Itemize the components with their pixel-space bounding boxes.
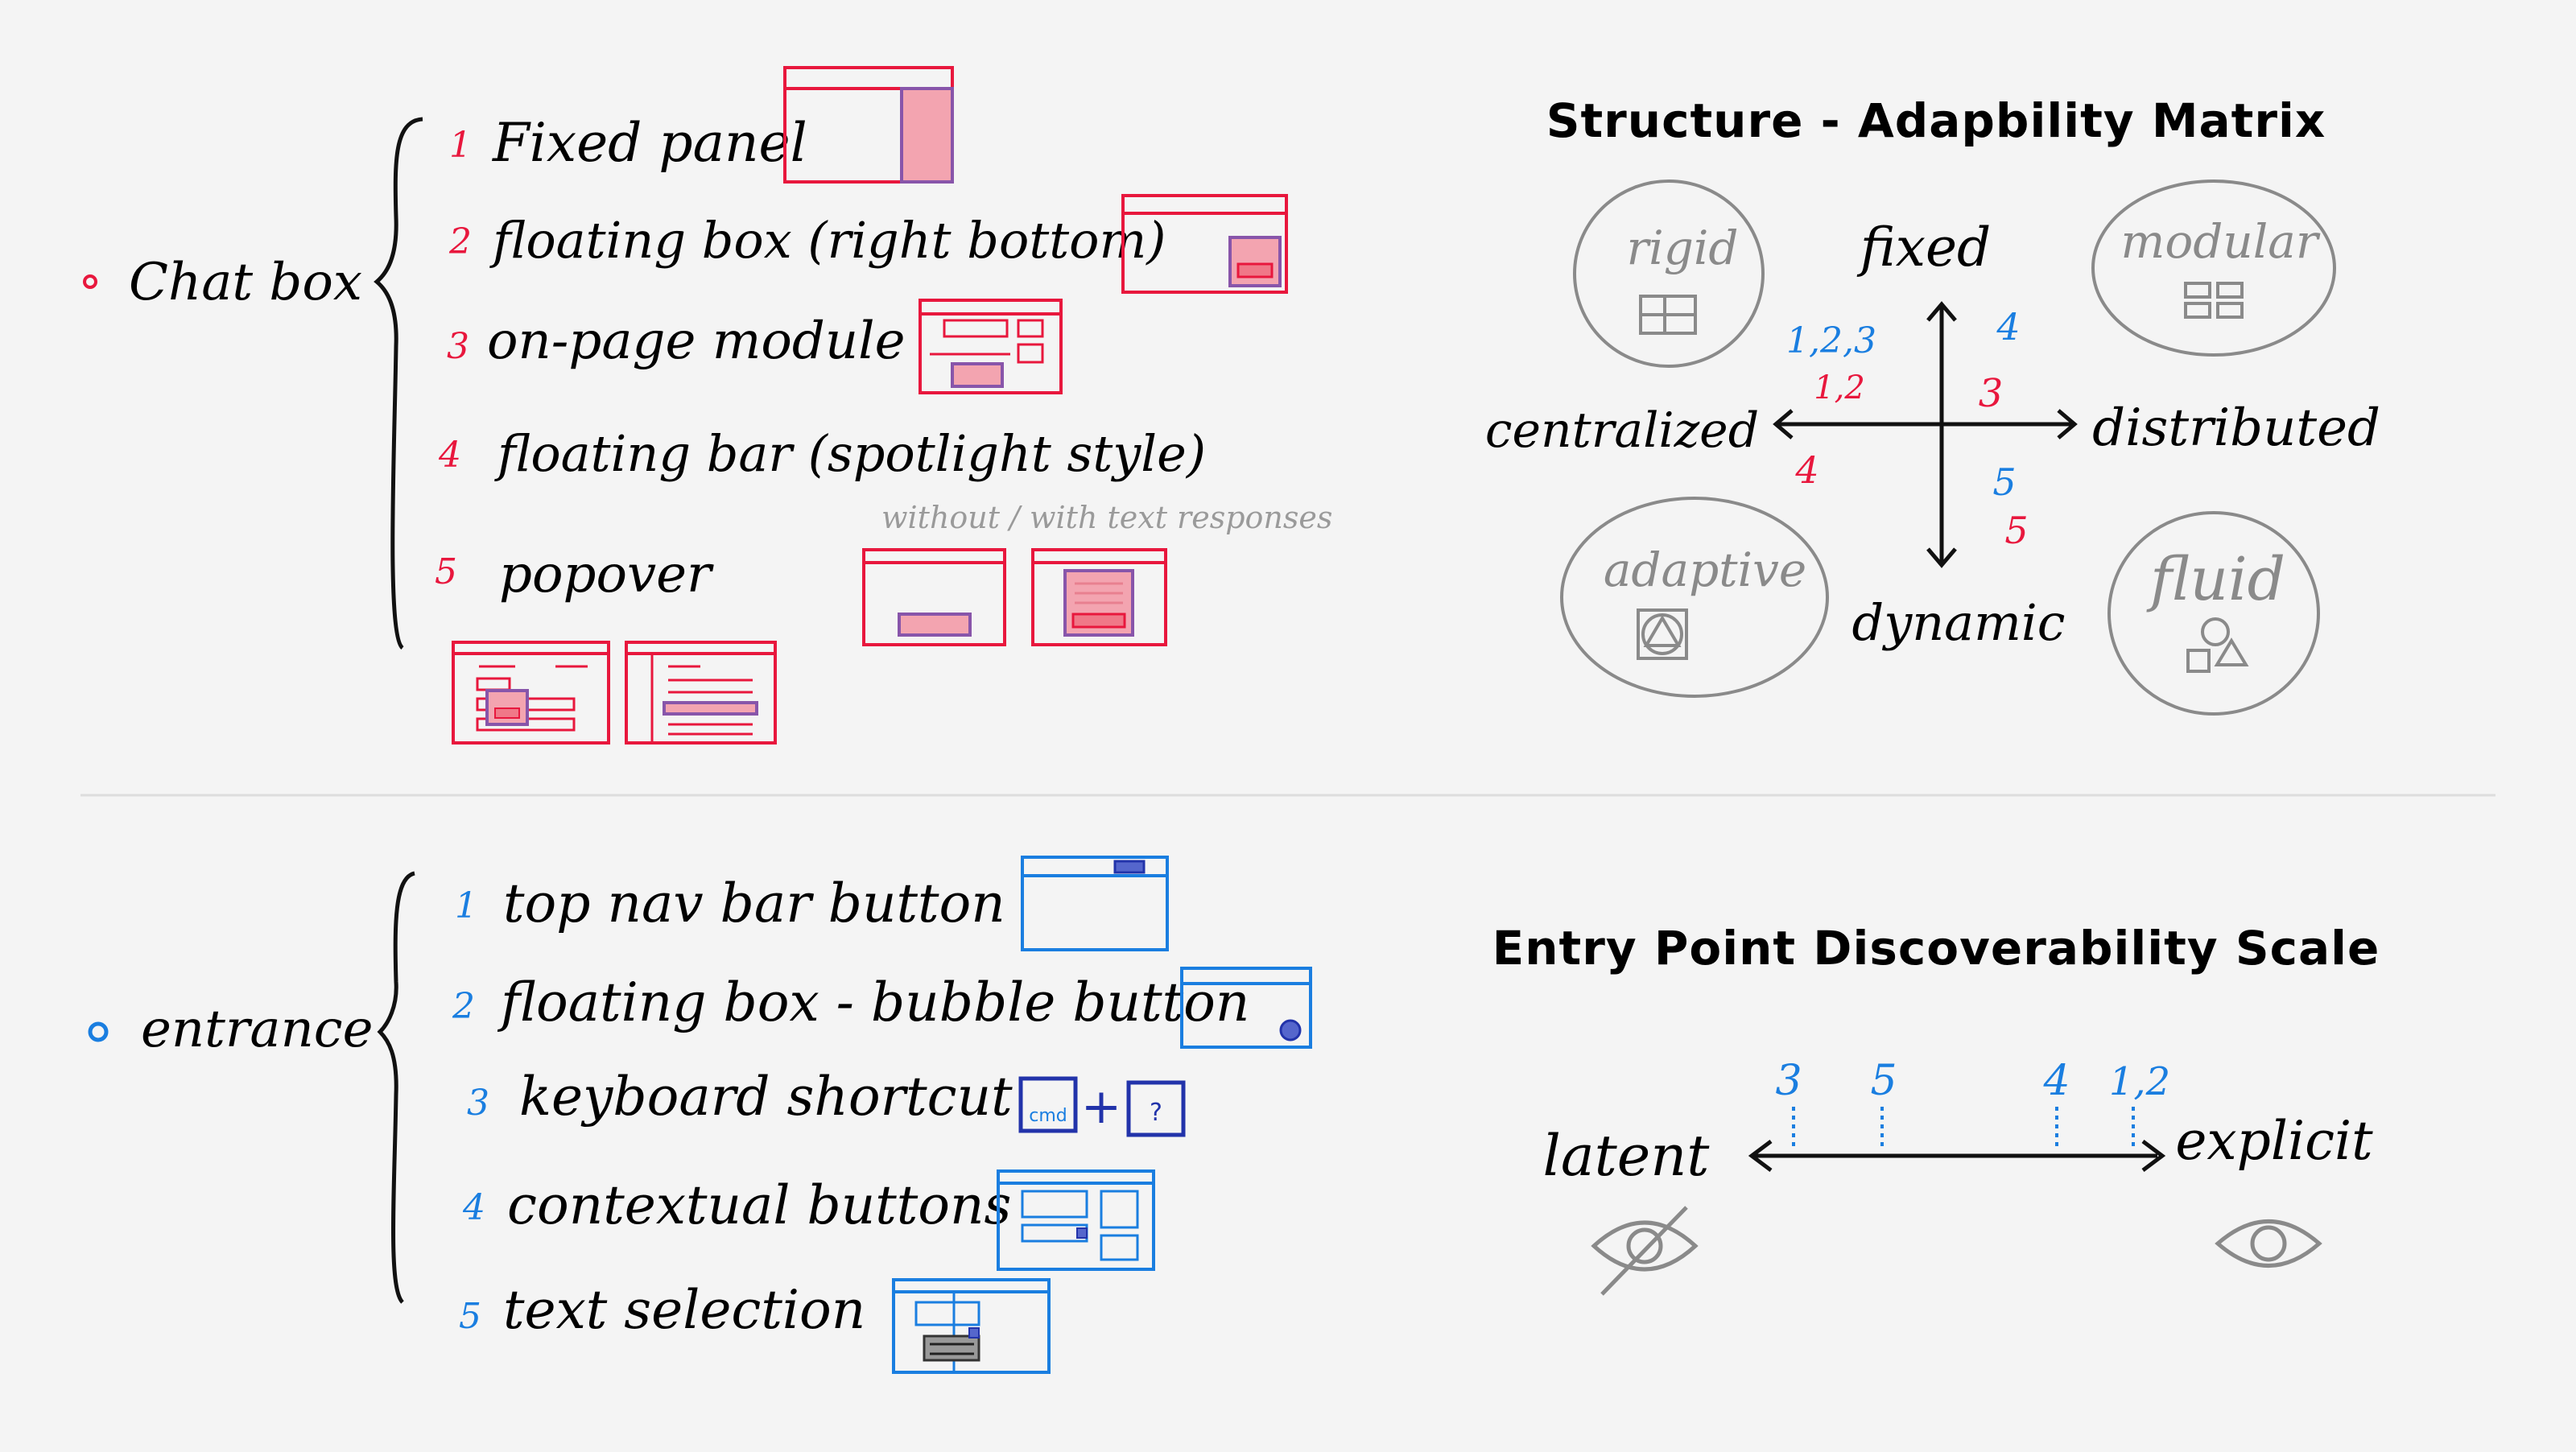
- discoverability-scale: Entry Point Discoverability Scale latent…: [1492, 921, 2380, 1296]
- entrance-label: entrance: [141, 1000, 374, 1059]
- matrix-title: Structure - Adapbility Matrix: [1546, 93, 2326, 148]
- entrance-bullet-icon: [88, 1021, 109, 1042]
- mark-tr-red: 3: [1979, 371, 2004, 416]
- mark-br-blue: 5: [1992, 460, 2016, 504]
- chat-item-5-number: 5: [435, 551, 457, 592]
- chat-box-brace: [374, 117, 423, 650]
- chat-item-1-label: Fixed panel: [492, 112, 807, 174]
- scale-left-label: latent: [1543, 1123, 1711, 1189]
- entrance-item-4-number: 4: [462, 1187, 485, 1228]
- scale-mark-1-2: 1,2: [2109, 1059, 2170, 1104]
- modules-icon: [2184, 282, 2244, 319]
- fixed-panel-wireframe-icon: [783, 66, 954, 184]
- chat-item-3-label: on-page module: [487, 311, 905, 371]
- scale-right-arrow-icon: [2141, 1140, 2166, 1172]
- entrance-item-5-label: text selection: [503, 1279, 865, 1341]
- mark-tr-blue: 4: [1996, 305, 2020, 349]
- cmd-key-label: cmd: [1029, 1106, 1067, 1126]
- entrance-item-2-number: 2: [452, 986, 475, 1027]
- quadrant-modular-label: modular: [2120, 214, 2321, 269]
- axis-label-distributed: distributed: [2092, 398, 2380, 458]
- chat-box-label: Chat box: [129, 253, 362, 312]
- chat-item-4-note: without / with text responses: [881, 500, 1332, 535]
- entrance-item-4-label: contextual buttons: [507, 1174, 1011, 1236]
- floating-box-wireframe-icon: [1121, 194, 1288, 294]
- matrix-right-arrow-icon: [2057, 409, 2078, 439]
- chat-item-5-label: popover: [499, 545, 714, 604]
- shape-morph-icon: [1637, 608, 1688, 660]
- chat-box-bullet-icon: [83, 274, 97, 289]
- entrance-item-1-number: 1: [455, 885, 477, 926]
- scale-title: Entry Point Discoverability Scale: [1492, 921, 2380, 976]
- scattered-shapes-icon: [2186, 617, 2249, 673]
- mark-br-red: 5: [2004, 509, 2028, 552]
- quadrant-adaptive: adaptive: [1560, 497, 1829, 698]
- mark-tl-red: 1,2: [1814, 369, 1865, 406]
- scale-mark-5: 5: [1870, 1057, 1897, 1105]
- chat-item-2-number: 2: [448, 221, 472, 262]
- popover-wireframe-icon-1: [452, 641, 610, 745]
- eye-slash-icon: [1591, 1206, 1699, 1296]
- floating-bar-without-response-icon: [862, 548, 1006, 646]
- question-key-label: ?: [1150, 1099, 1162, 1127]
- quadrant-rigid-label: rigid: [1626, 221, 1738, 275]
- chat-item-4-number: 4: [438, 435, 461, 476]
- on-page-module-wireframe-icon: [919, 299, 1063, 394]
- eye-icon: [2215, 1219, 2322, 1268]
- mark-bl-red: 4: [1794, 448, 1818, 492]
- axis-label-fixed: fixed: [1856, 217, 1992, 278]
- quadrant-fluid: fluid: [2107, 511, 2320, 716]
- question-key-icon: [1126, 1080, 1186, 1137]
- entrance-item-5-number: 5: [459, 1296, 481, 1337]
- quadrant-fluid-label: fluid: [2146, 545, 2285, 614]
- chat-box-section: Chat box 1 Fixed panel 2 floating box (r…: [83, 66, 1332, 745]
- bubble-button-wireframe-icon: [1180, 967, 1312, 1049]
- quadrant-modular: modular: [2091, 179, 2336, 357]
- mark-tl-blue: 1,2,3: [1786, 320, 1876, 361]
- chat-item-4-label: floating bar (spotlight style): [494, 424, 1206, 483]
- axis-label-centralized: centralized: [1485, 402, 1759, 459]
- entrance-section: entrance 1 top nav bar button 2 floating…: [88, 856, 1312, 1374]
- scale-left-arrow-icon: [1748, 1140, 1773, 1172]
- matrix-up-arrow-icon: [1926, 301, 1957, 322]
- matrix-left-arrow-icon: [1773, 409, 1794, 439]
- grid-icon: [1639, 295, 1697, 335]
- entrance-item-2-label: floating box - bubble button: [497, 971, 1249, 1033]
- matrix-down-arrow-icon: [1926, 547, 1957, 568]
- popover-wireframe-icon-2: [625, 641, 777, 745]
- quadrant-rigid: rigid: [1573, 179, 1765, 368]
- floating-bar-with-response-icon: [1031, 548, 1167, 646]
- entrance-item-1-label: top nav bar button: [503, 872, 1005, 934]
- contextual-buttons-wireframe-icon: [997, 1169, 1155, 1271]
- keyboard-shortcut-icon: cmd + ?: [1018, 1076, 1186, 1137]
- scale-mark-4: 4: [2042, 1057, 2070, 1105]
- chat-item-3-number: 3: [447, 326, 469, 367]
- chat-item-1-number: 1: [449, 125, 472, 166]
- entrance-brace: [377, 871, 415, 1304]
- entrance-item-3-label: keyboard shortcut: [519, 1066, 1013, 1128]
- top-nav-button-wireframe-icon: [1021, 856, 1169, 951]
- scale-mark-3: 3: [1775, 1057, 1802, 1105]
- quadrant-adaptive-label: adaptive: [1604, 542, 1806, 597]
- entrance-item-3-number: 3: [467, 1083, 489, 1124]
- chat-item-2-label: floating box (right bottom): [489, 211, 1166, 270]
- structure-adaptability-matrix: Structure - Adapbility Matrix fixed dyna…: [1485, 93, 2380, 716]
- cmd-key-icon: [1018, 1076, 1078, 1133]
- text-selection-wireframe-icon: [892, 1278, 1051, 1374]
- shortcut-plus: +: [1081, 1079, 1121, 1135]
- scale-right-label: explicit: [2175, 1110, 2373, 1172]
- axis-label-dynamic: dynamic: [1852, 593, 2066, 652]
